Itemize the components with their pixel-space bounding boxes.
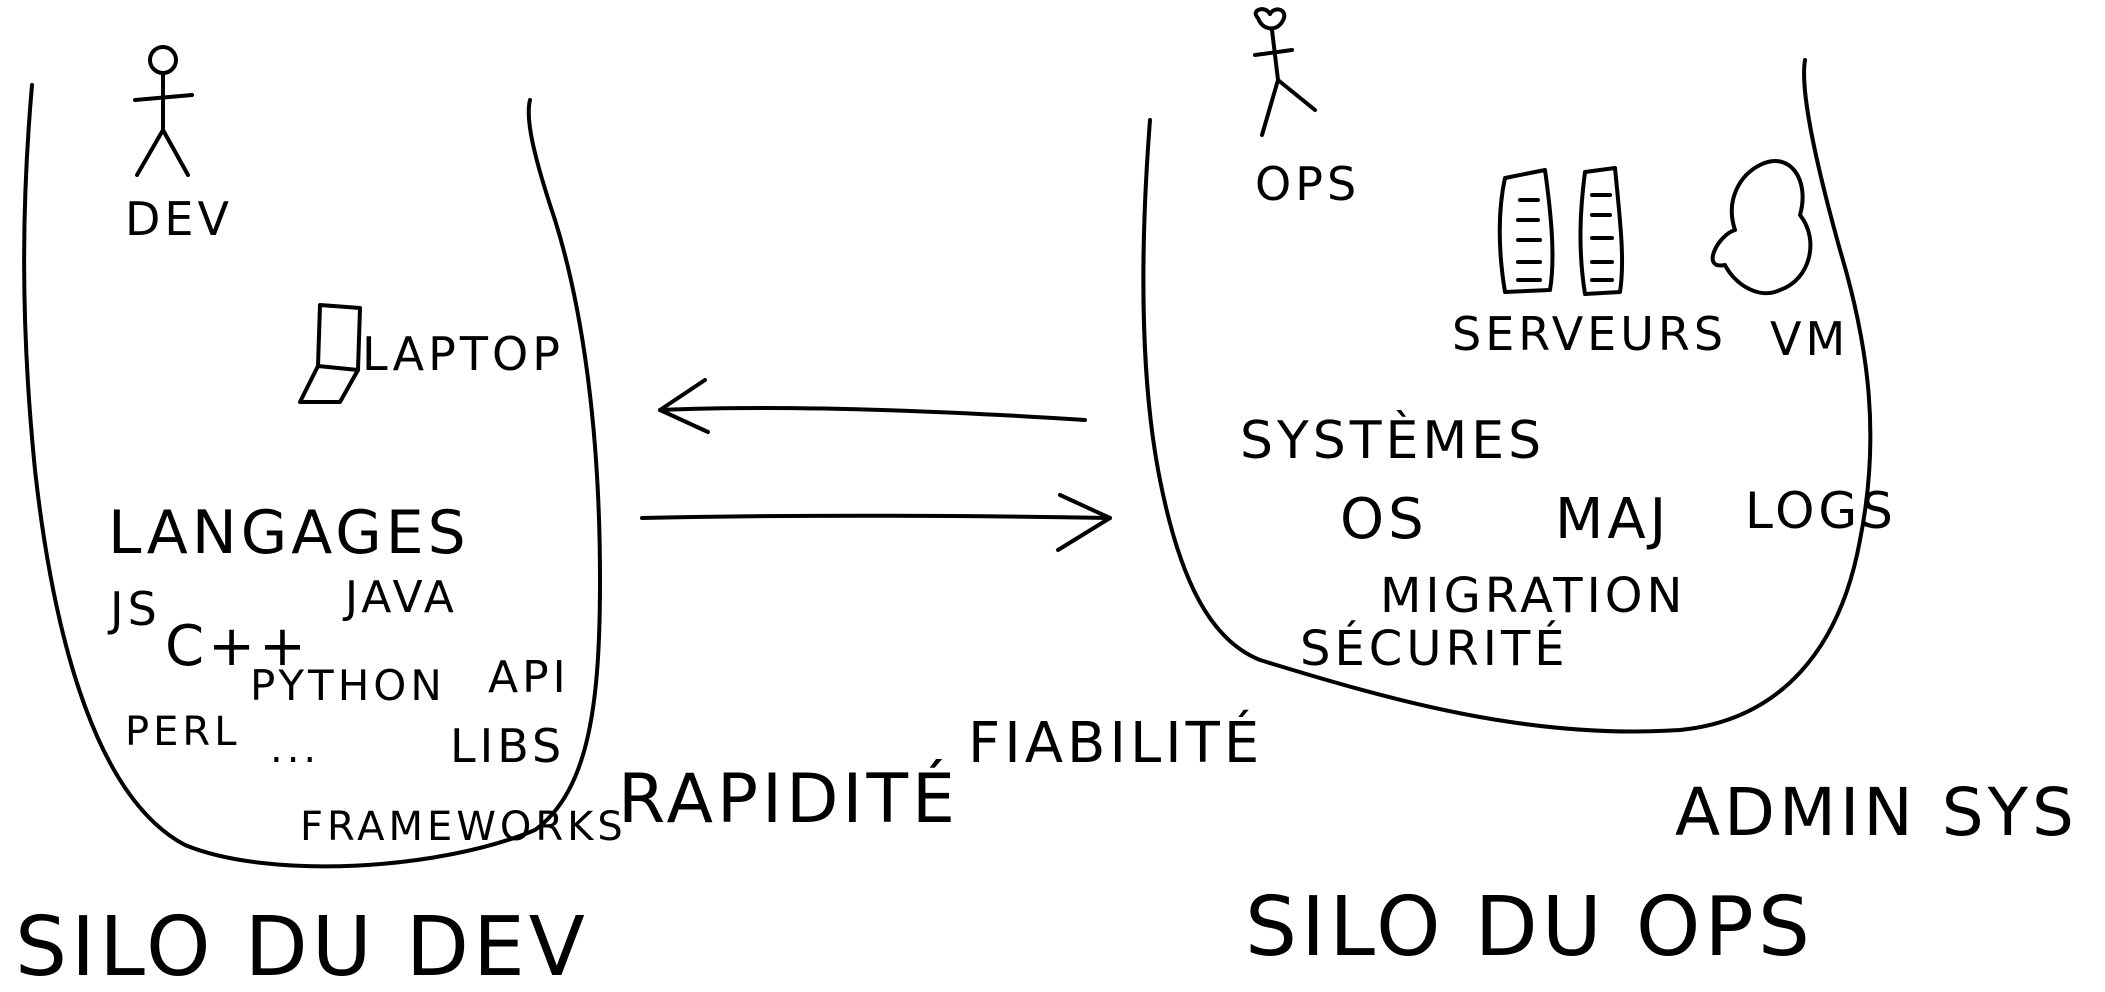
lang-api: API — [488, 652, 570, 703]
dev-silo-title: SILO DU DEV — [15, 900, 589, 992]
lang-ellipsis: ... — [270, 726, 320, 772]
dev-silo-outline — [22, 83, 602, 869]
lang-perl: PERL — [125, 709, 240, 755]
dev-person-icon — [133, 45, 194, 177]
ops-person-label: OPS — [1255, 157, 1360, 211]
ops-silo-title: SILO DU OPS — [1245, 880, 1814, 975]
laptop-icon — [298, 303, 362, 404]
sys-securite: SÉCURITÉ — [1300, 620, 1569, 677]
systems-heading: SYSTÈMES — [1240, 410, 1545, 471]
vm-icon — [1710, 159, 1813, 296]
arrow-right-icon — [640, 493, 1112, 552]
lang-python: PYTHON — [250, 661, 446, 710]
lang-js: JS — [107, 582, 161, 636]
lang-java: JAVA — [342, 572, 458, 623]
languages-heading: LANGAGES — [108, 498, 470, 568]
sys-os: OS — [1340, 487, 1428, 552]
servers-icon — [1497, 166, 1625, 296]
dev-person-label: DEV — [125, 192, 233, 246]
lang-libs: LIBS — [450, 719, 565, 773]
ops-person-icon — [1253, 7, 1317, 137]
vm-label: VM — [1770, 312, 1849, 366]
servers-label: SERVEURS — [1452, 307, 1727, 361]
rapidite-label: RAPIDITÉ — [618, 759, 959, 839]
ops-silo-outline — [1141, 58, 1873, 734]
lang-cpp: C++ — [165, 614, 310, 679]
sys-migration: MIGRATION — [1380, 568, 1686, 624]
fiabilite-label: FIABILITÉ — [968, 711, 1263, 776]
sys-maj: MAJ — [1555, 487, 1670, 552]
admin-sys-label: ADMIN SYS — [1675, 774, 2078, 851]
lang-frameworks: FRAMEWORKS — [300, 804, 627, 850]
laptop-label: LAPTOP — [362, 327, 564, 381]
arrow-left-icon — [658, 378, 1087, 434]
sys-logs: LOGS — [1745, 482, 1897, 540]
